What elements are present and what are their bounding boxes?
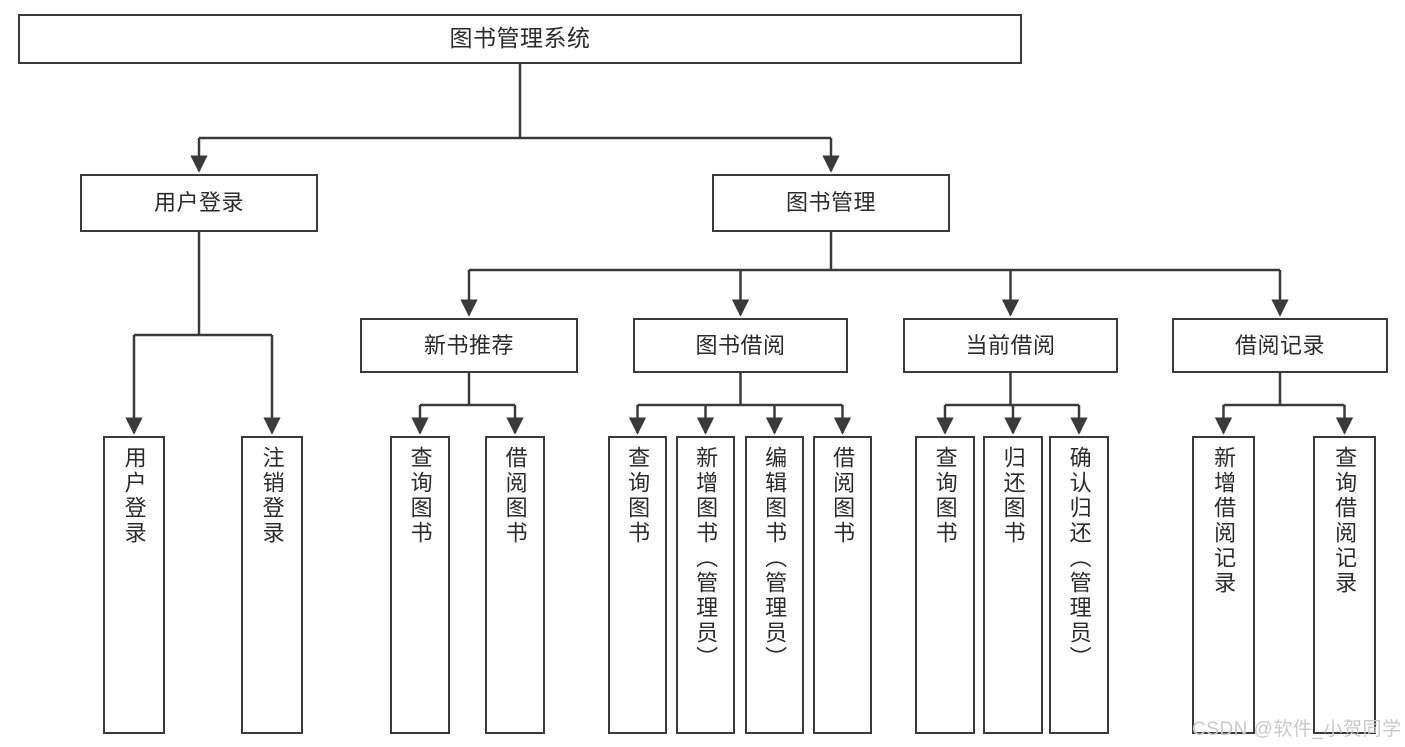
node-leaf-4[interactable]: 借阅图书 <box>485 436 545 734</box>
node-label: 查询图书 <box>625 446 651 546</box>
node-label: 确认归还（管理员） <box>1066 446 1092 671</box>
csdn-watermark: CSDN @软件_小贺同学 <box>1192 719 1402 740</box>
node-leaf-9[interactable]: 查询图书 <box>915 436 975 734</box>
node-leaf-8[interactable]: 借阅图书 <box>813 436 872 734</box>
node-leaf-10[interactable]: 归还图书 <box>983 436 1043 734</box>
node-label: 图书借阅 <box>695 332 786 358</box>
node-newbooks[interactable]: 新书推荐 <box>360 318 578 373</box>
node-label: 新书推荐 <box>423 332 514 358</box>
node-label: 查询图书 <box>932 446 958 546</box>
node-label: 借阅记录 <box>1234 332 1325 358</box>
node-root[interactable]: 图书管理系统 <box>18 14 1022 64</box>
node-label: 用户登录 <box>153 190 244 216</box>
node-leaf-7[interactable]: 编辑图书（管理员） <box>745 436 804 734</box>
node-leaf-11[interactable]: 确认归还（管理员） <box>1049 436 1109 734</box>
node-borrow[interactable]: 图书借阅 <box>633 318 848 373</box>
node-leaf-12[interactable]: 新增借阅记录 <box>1192 436 1255 734</box>
node-leaf-13[interactable]: 查询借阅记录 <box>1313 436 1376 734</box>
node-label: 归还图书 <box>1000 446 1026 546</box>
node-leaf-6[interactable]: 新增图书（管理员） <box>676 436 735 734</box>
node-leaf-1[interactable]: 用户登录 <box>103 436 165 734</box>
node-label: 新增借阅记录 <box>1211 446 1237 596</box>
node-label: 编辑图书（管理员） <box>762 446 788 671</box>
node-label: 注销登录 <box>259 446 285 546</box>
node-label: 图书管理系统 <box>449 25 591 52</box>
node-label: 图书管理 <box>785 190 876 216</box>
node-label: 当前借阅 <box>965 332 1056 358</box>
node-label: 查询图书 <box>407 446 433 546</box>
node-label: 查询借阅记录 <box>1332 446 1358 596</box>
node-label: 借阅图书 <box>830 446 856 546</box>
node-leaf-2[interactable]: 注销登录 <box>241 436 303 734</box>
node-label: 新增图书（管理员） <box>693 446 719 671</box>
node-current[interactable]: 当前借阅 <box>903 318 1118 373</box>
node-label: 用户登录 <box>121 446 147 546</box>
node-leaf-3[interactable]: 查询图书 <box>390 436 450 734</box>
node-login[interactable]: 用户登录 <box>80 174 318 232</box>
node-label: 借阅图书 <box>502 446 528 546</box>
node-records[interactable]: 借阅记录 <box>1172 318 1388 373</box>
node-bookmgmt[interactable]: 图书管理 <box>712 174 950 232</box>
node-leaf-5[interactable]: 查询图书 <box>608 436 667 734</box>
